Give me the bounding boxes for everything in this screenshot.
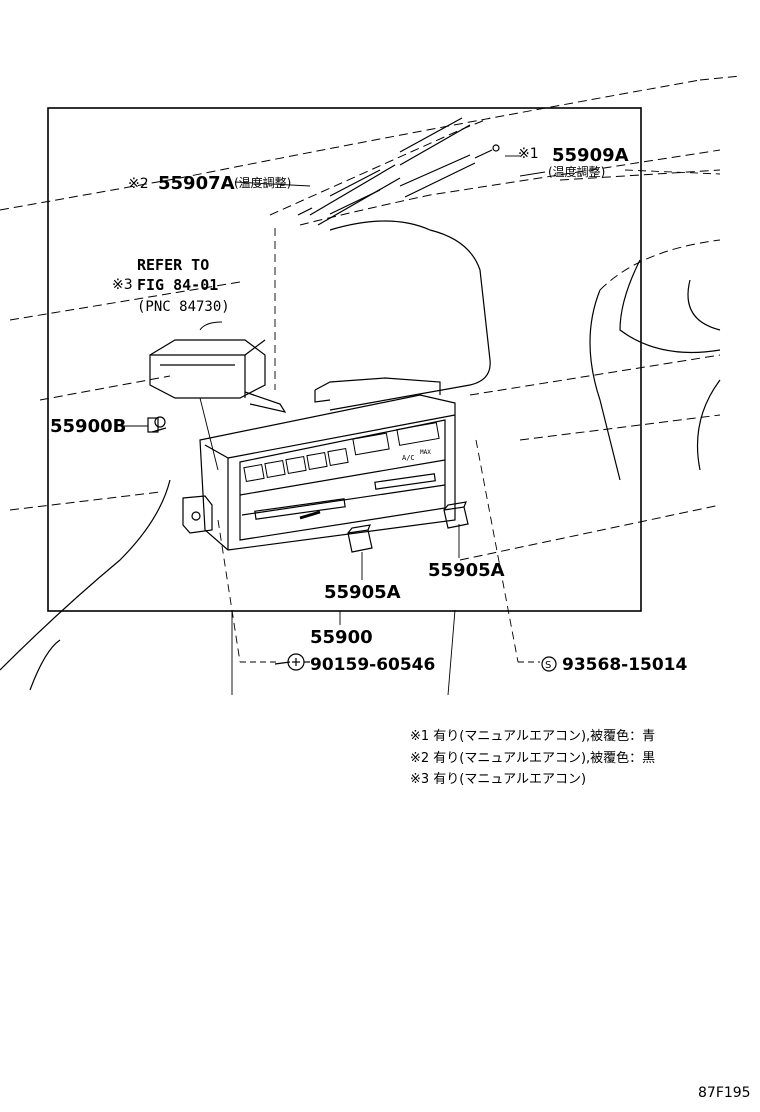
part-number-55907A: 55907A bbox=[158, 173, 235, 194]
part-note-55909A: (温度調整) bbox=[548, 164, 605, 179]
temperature-cable-55909A bbox=[329, 144, 500, 215]
part-number-90159: 90159-60546 bbox=[310, 655, 435, 675]
temperature-cable-55907A bbox=[297, 117, 471, 226]
dashboard-outline bbox=[0, 75, 741, 561]
dashboard-shape bbox=[0, 220, 721, 691]
leader-lines bbox=[124, 155, 721, 696]
ac-label: A/C bbox=[402, 454, 415, 462]
bulb-55900B bbox=[147, 416, 167, 433]
note-mark-1-label: ※1 bbox=[518, 146, 539, 162]
diagram-frame bbox=[47, 107, 642, 612]
part-note-55907A: (温度調整) bbox=[234, 175, 291, 190]
refer-mark-3: ※3 bbox=[112, 277, 133, 293]
note-mark-2-label: ※2 bbox=[128, 176, 149, 192]
mode-buttons bbox=[243, 422, 440, 483]
part-number-55905A-right: 55905A bbox=[428, 560, 505, 581]
note-2: ※2 有り(マニュアルエアコン),被覆色：黒 bbox=[410, 750, 655, 766]
s-mark-symbol: S bbox=[545, 660, 551, 671]
s-mark-circle bbox=[541, 656, 557, 672]
heater-control-assembly bbox=[182, 377, 456, 551]
note-3: ※3 有り(マニュアルエアコン) bbox=[410, 772, 586, 787]
screw-90159 bbox=[274, 653, 310, 671]
figure-id: 87F195 bbox=[698, 1085, 751, 1101]
part-number-55905A-left: 55905A bbox=[324, 582, 401, 603]
part-number-55909A: 55909A bbox=[552, 145, 629, 166]
part-number-93568: 93568-15014 bbox=[562, 655, 688, 675]
part-number-55900: 55900 bbox=[310, 627, 373, 648]
ac-control-unit bbox=[149, 339, 287, 413]
note-1: ※1 有り(マニュアルエアコン),被覆色：青 bbox=[410, 728, 655, 744]
part-number-55900B: 55900B bbox=[50, 416, 126, 437]
refer-to-line1: REFER TO bbox=[137, 256, 209, 274]
knob-55905A-right bbox=[443, 501, 469, 529]
refer-to-line2: FIG 84-01 bbox=[137, 276, 218, 294]
knob-55905A-left bbox=[347, 524, 373, 553]
refer-to-line3: (PNC 84730) bbox=[137, 299, 230, 315]
max-label: MAX bbox=[420, 449, 431, 456]
